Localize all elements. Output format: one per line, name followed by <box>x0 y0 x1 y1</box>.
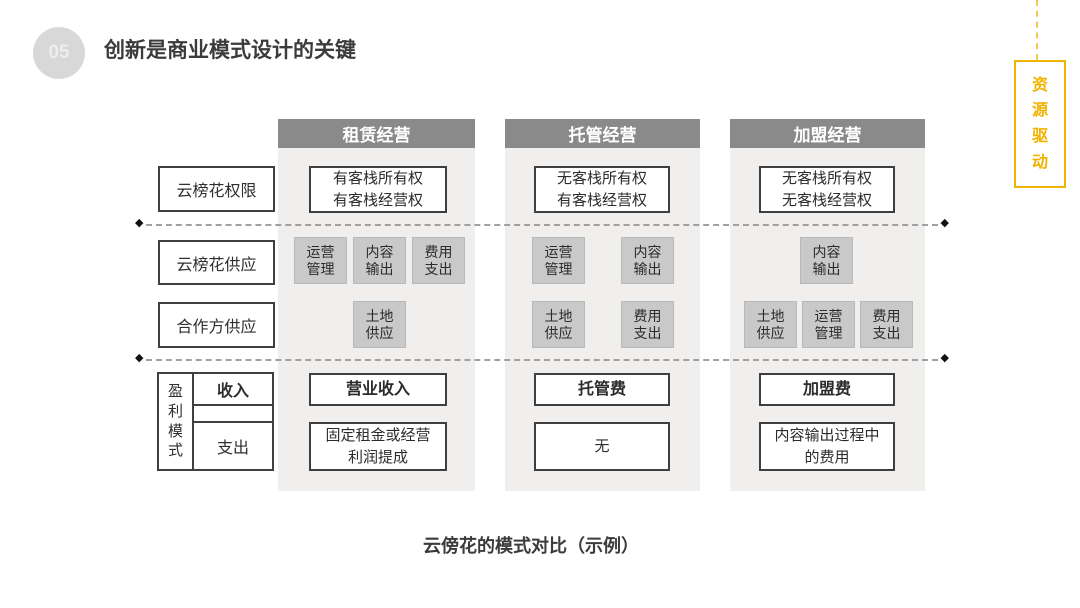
column-header-rental: 租赁经营 <box>278 119 475 148</box>
page-number-badge: 05 <box>33 27 85 79</box>
column-header-trusteeship: 托管经营 <box>505 119 700 148</box>
supply-tag: 内容 输出 <box>353 237 406 284</box>
resource-driven-label: 资 源 驱 动 <box>1031 76 1048 171</box>
row-label-expense: 支出 <box>194 421 272 469</box>
row-label-permission: 云榜花权限 <box>158 166 275 212</box>
row-label-partner-supply: 合作方供应 <box>158 302 275 348</box>
permission-box-franchise: 无客栈所有权 无客栈经营权 <box>759 166 895 213</box>
supply-tag: 运营 管理 <box>532 237 585 284</box>
expense-box-rental: 固定租金或经营 利润提成 <box>309 422 447 471</box>
diamond-icon: ◆ <box>135 352 144 364</box>
row-label-profit-model: 盈 利 模 式 <box>159 374 194 469</box>
slide-title: 创新是商业模式设计的关键 <box>104 39 356 62</box>
expense-box-franchise: 内容输出过程中 的费用 <box>759 422 895 471</box>
column-header-franchise: 加盟经营 <box>730 119 925 148</box>
dashed-connector-line <box>1036 0 1038 60</box>
income-box-trusteeship: 托管费 <box>534 373 670 406</box>
profit-model-table: 盈 利 模 式 收入 支出 <box>157 372 274 471</box>
row-label-income: 收入 <box>194 374 272 406</box>
diagram-caption: 云傍花的模式对比（示例） <box>423 536 639 556</box>
diamond-icon: ◆ <box>940 217 949 229</box>
supply-tag: 费用 支出 <box>621 301 674 348</box>
supply-tag: 土地 供应 <box>353 301 406 348</box>
supply-tag: 内容 输出 <box>800 237 853 284</box>
permission-box-trusteeship: 无客栈所有权 有客栈经营权 <box>534 166 670 213</box>
supply-tag: 土地 供应 <box>532 301 585 348</box>
supply-tag: 土地 供应 <box>744 301 797 348</box>
diamond-icon: ◆ <box>940 352 949 364</box>
supply-tag: 费用 支出 <box>860 301 913 348</box>
permission-box-rental: 有客栈所有权 有客栈经营权 <box>309 166 447 213</box>
section-divider-line: ◆ ◆ <box>135 353 949 364</box>
section-divider-line: ◆ ◆ <box>135 218 949 229</box>
income-box-rental: 营业收入 <box>309 373 447 406</box>
profit-model-label: 盈 利 模 式 <box>167 382 183 460</box>
row-label-platform-supply: 云榜花供应 <box>158 240 275 285</box>
income-box-franchise: 加盟费 <box>759 373 895 406</box>
resource-driven-tag: 资 源 驱 动 <box>1014 60 1066 188</box>
diamond-icon: ◆ <box>135 217 144 229</box>
supply-tag: 内容 输出 <box>621 237 674 284</box>
supply-tag: 运营 管理 <box>294 237 347 284</box>
expense-box-trusteeship: 无 <box>534 422 670 471</box>
supply-tag: 运营 管理 <box>802 301 855 348</box>
supply-tag: 费用 支出 <box>412 237 465 284</box>
page-number: 05 <box>48 42 70 63</box>
